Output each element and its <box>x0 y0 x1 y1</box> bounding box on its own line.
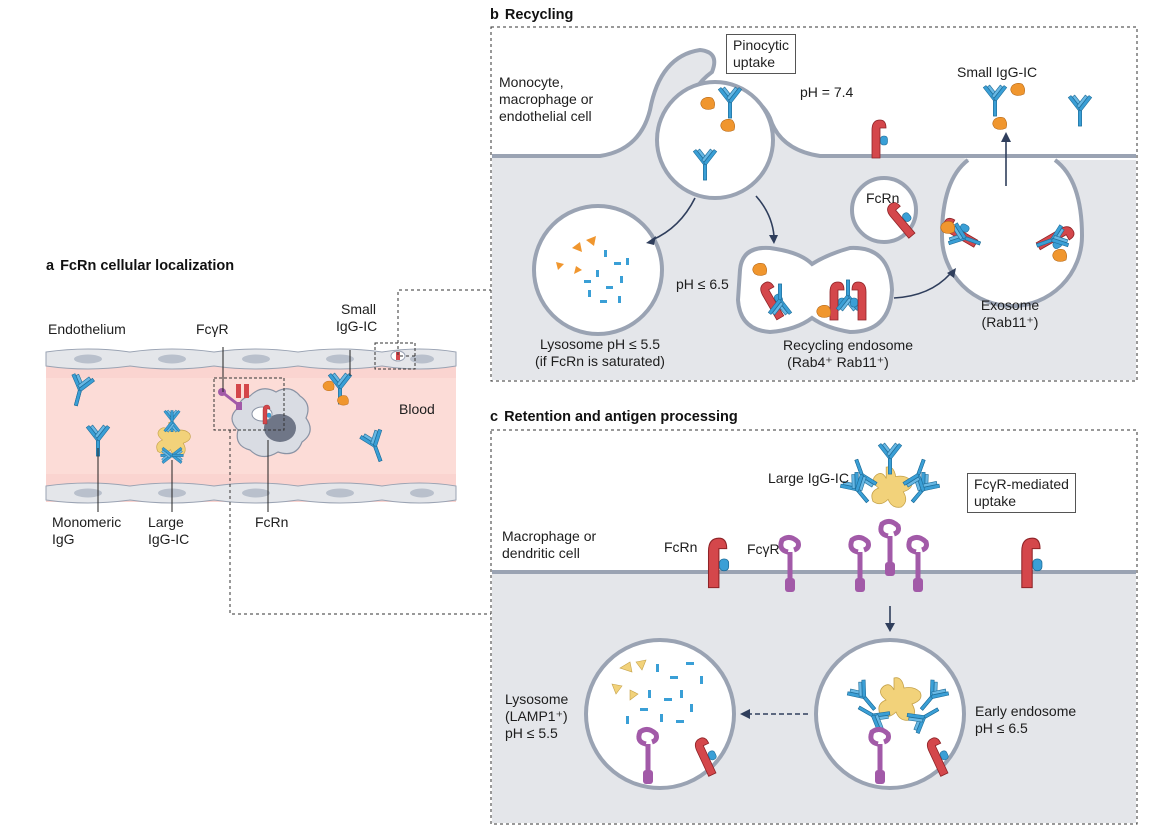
label-recycling-2: (Rab4⁺ Rab11⁺) <box>787 354 889 370</box>
panel-a-letter: a <box>46 258 55 274</box>
label-small-ic-a-2: IgG-IC <box>336 318 378 334</box>
label-fcrn-c: FcRn <box>664 539 698 555</box>
label-monomeric-2: IgG <box>52 531 75 547</box>
label-lysosome-b-2: (if FcRn is saturated) <box>535 353 665 369</box>
label-fcrn-a: FcRn <box>255 514 289 530</box>
label-fcgr-c: FcγR <box>747 541 780 557</box>
panel-b-letter: b <box>490 7 499 23</box>
fcrn-receptor <box>236 384 249 398</box>
panel-c-letter: c <box>490 409 499 425</box>
antigen <box>720 119 735 132</box>
label-fcrn-b: FcRn <box>866 190 900 206</box>
label-endothelium: Endothelium <box>48 321 126 337</box>
label-early-endosome-1: Early endosome <box>975 703 1077 719</box>
label-early-endosome-2: pH ≤ 6.5 <box>975 720 1028 736</box>
label-monomeric-1: Monomeric <box>52 514 122 530</box>
panel-b-title-text: Recycling <box>504 7 574 23</box>
leader-lines-a <box>97 347 351 512</box>
label-cell-b-2: macrophage or <box>499 91 594 107</box>
fcgr-uptake-box: FcγR-mediated uptake <box>967 473 1076 513</box>
label-lysosome-b-1: Lysosome pH ≤ 5.5 <box>540 336 660 352</box>
exosome-vesicle <box>939 158 1085 308</box>
degraded-fragments <box>611 659 703 724</box>
antigen <box>700 97 715 110</box>
label-large-ic-c: Large IgG-IC <box>768 470 849 486</box>
pinocytic-vesicle <box>655 80 775 200</box>
label-fcgr-uptake-2: uptake <box>974 493 1017 509</box>
flow-arrows-b <box>651 140 1007 299</box>
zoom-box-retention <box>213 377 285 431</box>
label-small-ic-a-1: Small <box>341 301 377 317</box>
label-blood: Blood <box>399 401 435 417</box>
panel-c-title: c Retention and antigen processing <box>490 409 738 425</box>
label-pinocytic-2: uptake <box>733 54 776 70</box>
label-cell-b-1: Monocyte, <box>499 74 564 90</box>
label-exosome-1: Exosome <box>980 297 1040 313</box>
degraded-fragments <box>556 236 629 303</box>
macrophage-cell <box>231 388 311 458</box>
arrowheads-b <box>646 132 1011 278</box>
uptake-arrow <box>885 606 895 632</box>
label-ph-65: pH ≤ 6.5 <box>676 276 729 292</box>
panel-a-title: a FcRn cellular localization <box>46 258 234 274</box>
degradation-arrow <box>740 709 808 719</box>
label-pinocytic-1: Pinocytic <box>733 37 790 53</box>
label-fcgr-a: FcγR <box>196 321 229 337</box>
label-lysosome-c-3: pH ≤ 5.5 <box>505 725 558 741</box>
label-large-ic-a-1: Large <box>148 514 184 530</box>
endothelium-bottom <box>45 482 457 504</box>
label-cell-b-3: endothelial cell <box>499 108 592 124</box>
connector-lines <box>229 289 491 615</box>
panel-c-title-text: Retention and antigen processing <box>504 409 738 425</box>
label-fcgr-uptake-1: FcγR-mediated <box>974 476 1069 492</box>
label-small-ic-b: Small IgG-IC <box>957 64 1038 80</box>
label-cell-c-1: Macrophage or <box>502 528 597 544</box>
panel-a-title-text: FcRn cellular localization <box>60 258 235 274</box>
label-large-ic-a-2: IgG-IC <box>148 531 190 547</box>
label-lysosome-c-2: (LAMP1⁺) <box>505 708 568 724</box>
label-lysosome-c-1: Lysosome <box>505 691 569 707</box>
panel-b-title: b Recycling <box>490 7 573 23</box>
endothelium-top <box>45 348 457 370</box>
label-cell-c-2: dendritic cell <box>502 545 580 561</box>
label-exosome-2: (Rab11⁺) <box>981 314 1039 330</box>
pinocytic-uptake-box: Pinocytic uptake <box>726 34 797 74</box>
label-ph-74: pH = 7.4 <box>800 84 854 100</box>
label-recycling-1: Recycling endosome <box>783 337 913 353</box>
fcgr-receptor <box>218 388 242 410</box>
